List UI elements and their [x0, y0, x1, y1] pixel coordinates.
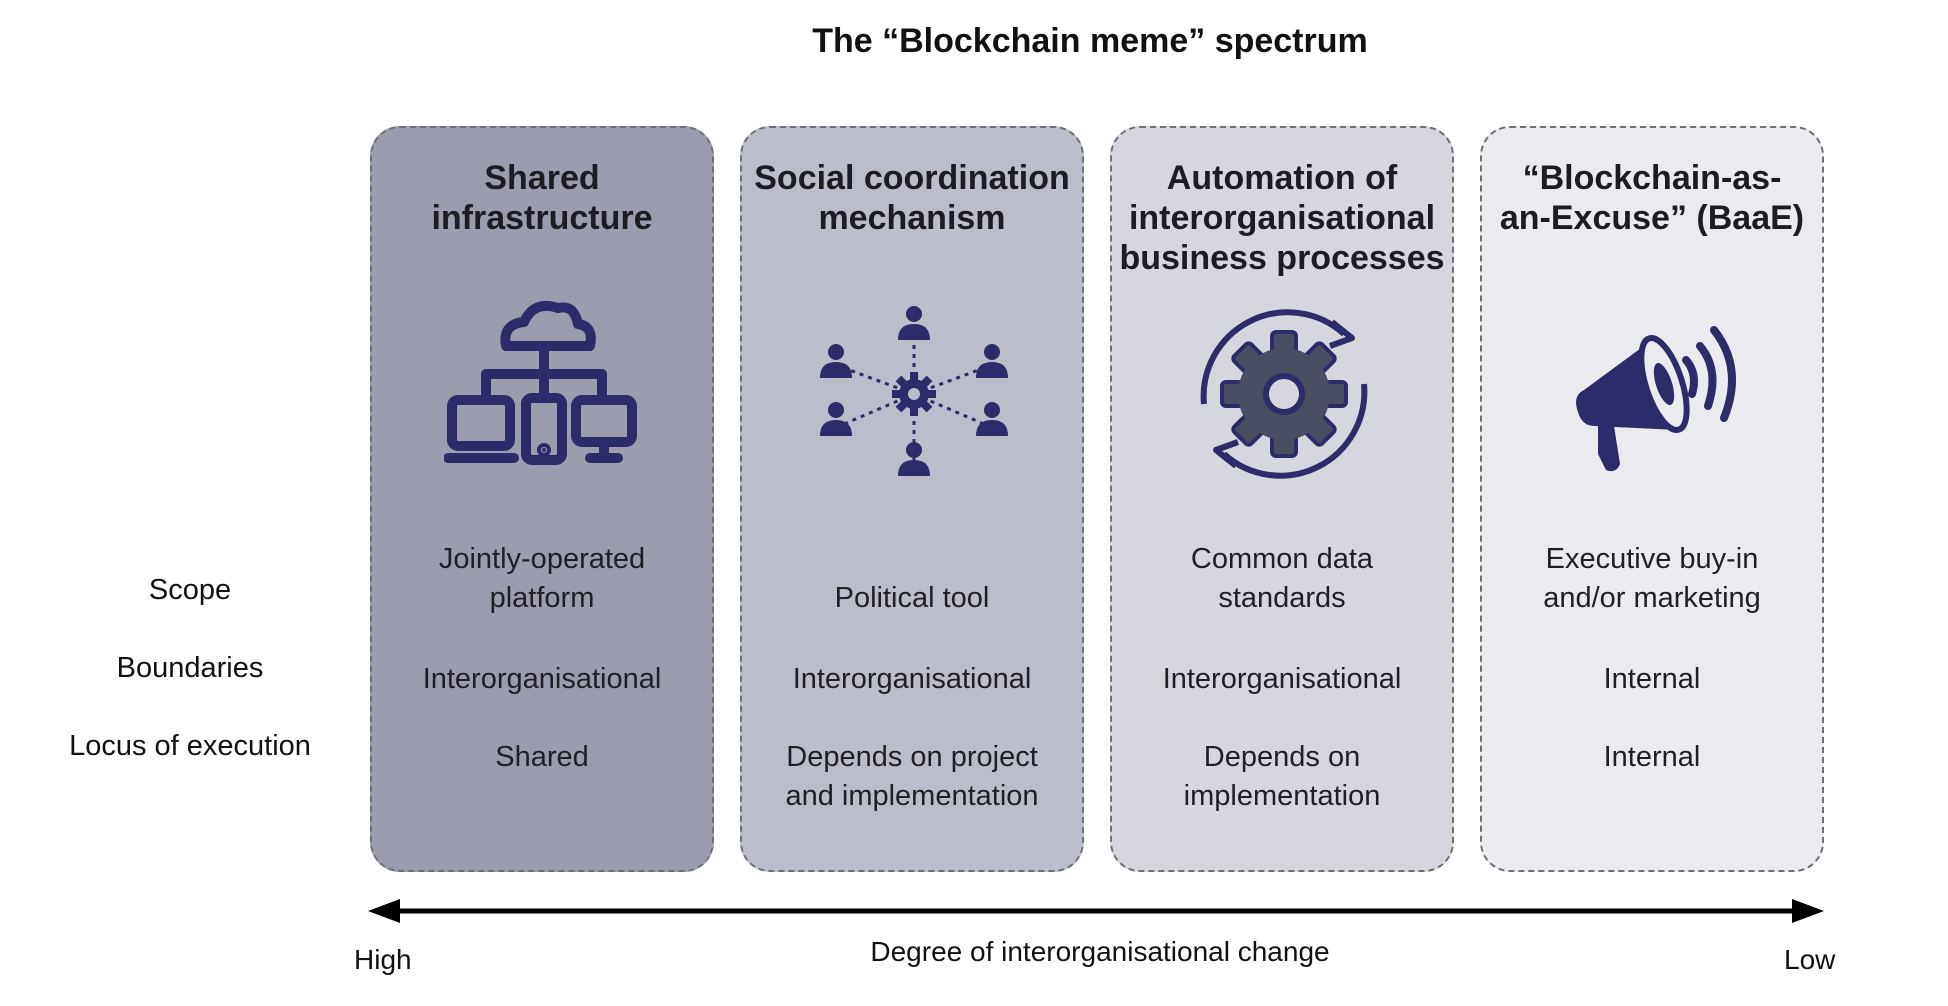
- card-title: Social coordination mechanism: [754, 159, 1070, 237]
- card-blockchain-as-an-excuse: “Blockchain-as- an-Excuse” (BaaE) Execut…: [1480, 126, 1824, 872]
- card-locus-text: Shared: [495, 741, 589, 773]
- card-scope-text: Executive buy-in and/or marketing: [1543, 543, 1761, 614]
- cloud-network-devices-icon: [443, 294, 644, 494]
- card-boundaries-text: Internal: [1603, 663, 1701, 695]
- megaphone-icon: [1554, 294, 1754, 494]
- card-scope-text: Jointly-operated platform: [438, 543, 646, 614]
- people-network-gear-icon: [814, 294, 1014, 494]
- card-scope-text: Common data standards: [1190, 543, 1374, 614]
- card-locus-text: Depends on project and implementation: [785, 741, 1039, 812]
- axis-low-label: Low: [1784, 944, 1836, 975]
- card-locus-text: Internal: [1603, 741, 1701, 773]
- card-locus-text: Depends on implementation: [1183, 741, 1381, 812]
- row-label-locus: Locus of execution: [69, 730, 311, 762]
- card-social-coordination: Social coordination mechanism: [740, 126, 1084, 872]
- double-arrow-axis: [368, 899, 1824, 923]
- axis-high-label: High: [354, 944, 412, 975]
- card-scope-text: Political tool: [834, 582, 990, 614]
- diagram-title: The “Blockchain meme” spectrum: [812, 22, 1368, 60]
- row-label-scope: Scope: [148, 574, 232, 606]
- gear-cycle-icon: [1184, 294, 1384, 494]
- card-boundaries-text: Interorganisational: [422, 663, 662, 695]
- row-label-boundaries: Boundaries: [116, 652, 264, 684]
- card-boundaries-text: Interorganisational: [792, 663, 1032, 695]
- axis-title: Degree of interorganisational change: [870, 936, 1330, 967]
- card-title: Automation of interorganisational busine…: [1119, 159, 1445, 277]
- card-shared-infrastructure: Shared infrastructure Jointly-operated p…: [370, 126, 714, 872]
- card-boundaries-text: Interorganisational: [1162, 663, 1402, 695]
- card-automation: Automation of interorganisational busine…: [1110, 126, 1454, 872]
- card-title: Shared infrastructure: [431, 159, 653, 237]
- card-title: “Blockchain-as- an-Excuse” (BaaE): [1499, 159, 1805, 237]
